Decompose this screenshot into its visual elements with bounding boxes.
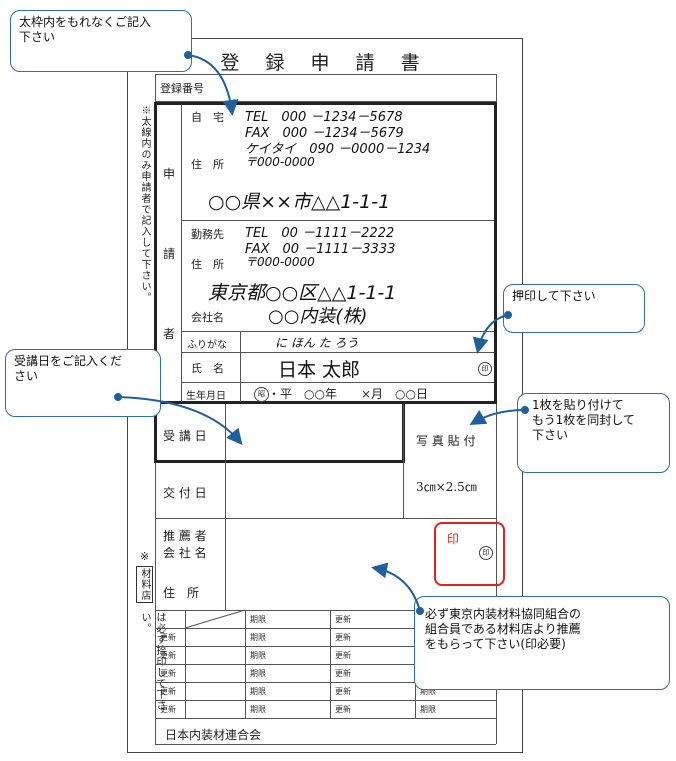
grid-line [155,682,496,683]
thick-frame-applicant [154,102,497,404]
applicant-col-2: 請 [163,247,176,261]
home-address-label: 住 所 [191,158,224,171]
grid-line [185,610,186,718]
side-note-material-store-box: 材料店 [136,566,153,603]
callout-photo: 1枚を貼り付けて もう1枚を同封して 下さい [517,393,670,473]
callout-stamp: 押印して下さい [503,284,645,333]
side-note-stamp-required: は必ず捺印して下さい。 [139,612,165,711]
name-label: 氏 名 [191,362,224,375]
grid-line [181,382,494,383]
grid-line [155,744,496,745]
recommender-label: 推 薦 者 [163,529,207,543]
renewal-cell: 期限 [420,687,436,696]
grid-line [181,352,494,353]
work-tel: TEL 00 －1111－2222 [245,226,395,241]
recommender-seal-mark: 印 [479,546,493,560]
grid-line [403,404,404,518]
furigana-label: ふりがな [187,340,227,351]
photo-label: 写 真 貼 付 [416,434,476,448]
grid-line [155,700,496,701]
callout-lecture-date: 受講日をご記入くだ さい [5,349,161,417]
renewal-cell: 更新 [335,705,351,714]
footer-org: 日本内装材連合会 [165,728,262,742]
grid-line [155,74,496,75]
grid-line [181,104,182,402]
recommender-address-label: 住 所 [163,586,200,600]
grid-line [155,628,496,629]
grid-line [245,610,246,718]
name-seal-mark: 印 [478,362,492,376]
birth-label: 生年月日 [186,391,226,402]
renewal-cell: 更新 [160,687,176,696]
recommender-seal-highlight [434,522,505,586]
renewal-cell: 更新 [160,633,176,642]
renewal-cell: 更新 [160,669,176,678]
grid-line [225,404,226,610]
work-address: 東京都○○区△△1-1-1 [208,282,397,304]
grid-line [240,331,241,402]
renewal-cell: 期限 [250,669,266,678]
renewal-cell: 期限 [250,705,266,714]
applicant-col-1: 申 [163,167,176,181]
company-label: 会社名 [191,311,224,324]
grid-line [155,518,496,519]
renewal-cell: 更新 [335,687,351,696]
work-fax: FAX 00 －1111－3333 [245,242,396,257]
grid-line [155,610,496,611]
applicant-col-3: 者 [163,327,176,341]
arrow-photo [469,409,526,426]
grid-line [155,101,496,102]
renewal-cell: 期限 [420,705,436,714]
home-mobile: ケイタイ 090 －0000－1234 [245,142,431,157]
work-label: 勤務先 [191,228,224,241]
reg-number-label: 登録番号 [160,82,204,95]
grid-line [155,718,496,719]
arrow-stamp [472,314,509,354]
grid-line [496,74,497,744]
home-address: ○○県××市△△1-1-1 [208,191,391,213]
home-label: 自 宅 [191,111,224,124]
callout-recommend: 必ず東京内装材料協同組合の 組合員である材料店より推薦 をもらって下さい(印必要… [414,596,670,690]
renewal-cell: 更新 [160,651,176,660]
side-note-thick-frame: ※太線内のみ申請者で記入して下さい。 [139,105,150,303]
home-postal: 〒000-0000 [245,155,315,169]
grid-line [181,220,494,221]
work-postal: 〒000-0000 [245,255,315,269]
renewal-cell: 期限 [250,651,266,660]
grid-line [330,610,331,718]
grid-line [181,331,494,332]
arrow-fill-thick [187,54,239,116]
company-value: ○○内装(株) [268,306,368,327]
renewal-cell: 期限 [250,615,266,624]
grid-line [155,646,496,647]
lecture-date-label: 受 講 日 [163,429,207,443]
arrow-lecture [117,396,243,446]
issue-date-label: 交 付 日 [163,486,207,500]
home-fax: FAX 000 －1234－5679 [245,126,404,141]
furigana-value: に ほん た ろう [275,336,359,350]
grid-line [155,664,496,665]
name-value: 日本 太郎 [278,359,361,381]
birth-era-circle: 昭 [254,387,269,402]
birth-value: ・平 ○○年 ×月 ○○日 [268,387,428,401]
renewal-cell: 更新 [335,615,351,624]
recommender-seal-label: 印 [447,532,460,546]
renewal-cell: 更新 [335,633,351,642]
photo-size: 3㎝×2.5㎝ [416,480,477,494]
renewal-cell: 更新 [335,651,351,660]
renewal-cell: 更新 [160,705,176,714]
callout-fill-thick-frame: 太枠内をもれなくご記入 下さい [10,10,192,72]
renewal-cell: 期限 [250,687,266,696]
recommender-company-label: 会 社 名 [163,546,207,560]
work-address-label: 住 所 [191,258,224,271]
side-note-mark: ※ [140,550,150,563]
renewal-cell: 更新 [335,669,351,678]
arrow-recommend [371,562,421,612]
form-title: 登 録 申 請 書 [220,52,430,74]
renewal-cell: 期限 [250,633,266,642]
home-tel: TEL 000 －1234－5678 [245,110,403,125]
